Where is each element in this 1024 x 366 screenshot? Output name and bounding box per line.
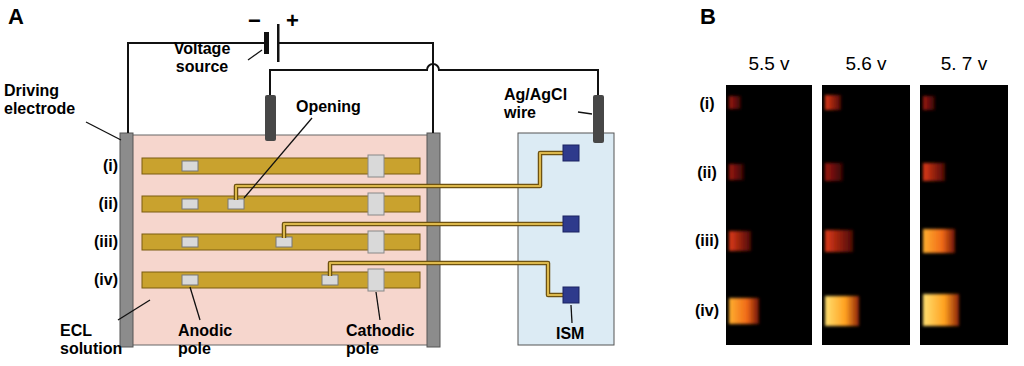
anodic-pole: [182, 275, 198, 285]
ism-pad: [563, 145, 579, 161]
row-label: (iv): [690, 302, 724, 320]
battery-negative-plate: [264, 32, 269, 54]
leader-line: [578, 112, 592, 114]
voltage-heading: 5.6 v: [822, 53, 910, 75]
wire: [279, 43, 433, 133]
part-label: Cathodic pole: [346, 322, 426, 359]
polarity-sign: −: [248, 8, 261, 33]
trace: [236, 153, 563, 200]
row-label: (iv): [80, 271, 118, 289]
ecl-spot: [825, 230, 853, 252]
cathodic-pole: [368, 155, 384, 177]
traces: [236, 153, 563, 295]
leader-line: [571, 305, 572, 323]
trace-core: [236, 153, 563, 295]
cathodic-pole: [368, 231, 384, 253]
ecl-image: [726, 85, 812, 345]
agagcl-wire: [593, 95, 604, 143]
ecl-image-panel: 5.6 v: [822, 85, 910, 345]
panel-letter: A: [8, 4, 24, 29]
ecl-spot: [923, 229, 955, 253]
polarity-sign: +: [286, 8, 299, 33]
driving-electrode: [427, 133, 440, 347]
row-label: (iii): [690, 232, 724, 250]
ecl-image: [822, 85, 910, 345]
part-label: ISM: [556, 325, 584, 343]
anodic-pole: [182, 237, 198, 247]
leader-line: [244, 118, 312, 198]
ecl-spot: [729, 231, 751, 251]
reference-electrode: [265, 95, 276, 141]
trace: [236, 153, 563, 200]
ecl-spot: [729, 96, 741, 109]
ecl-image: [920, 85, 1008, 345]
part-label: ECL solution: [60, 322, 150, 359]
leader-line: [86, 122, 121, 140]
battery-positive-plate: [277, 24, 280, 62]
ecl-spot: [825, 296, 859, 326]
part-label: Anodic pole: [178, 322, 252, 359]
ecl-spot: [825, 163, 843, 181]
leader-line: [376, 292, 380, 320]
ecl-spot: [825, 95, 841, 110]
row-label: (ii): [80, 195, 118, 213]
trace: [330, 263, 563, 295]
row-label: (i): [690, 95, 724, 113]
anodic-pole: [182, 199, 198, 209]
cathodic-pole: [368, 193, 384, 215]
anodic-pole: [182, 161, 198, 171]
row-label: (ii): [690, 164, 724, 182]
ecl-spot: [923, 163, 945, 181]
trace: [284, 224, 563, 238]
ecl-spot: [923, 294, 959, 326]
trace: [284, 224, 563, 238]
row-label: (i): [80, 157, 118, 175]
ecl-spot: [729, 298, 759, 324]
part-label: Driving electrode: [4, 82, 94, 119]
leader-line: [190, 287, 200, 320]
voltage-heading: 5. 7 v: [920, 53, 1008, 75]
trace: [330, 263, 563, 295]
ecl-image-panel: 5. 7 v: [920, 85, 1008, 345]
row-label: (iii): [80, 233, 118, 251]
opening: [276, 237, 292, 247]
ism-pad: [563, 216, 579, 232]
cathodic-pole: [368, 269, 384, 291]
leader-line: [248, 50, 262, 60]
leader-line: [118, 300, 150, 320]
voltage-heading: 5.5 v: [726, 53, 812, 75]
ism-pad: [563, 287, 579, 303]
panel-letter: B: [700, 4, 716, 29]
part-label: Opening: [296, 98, 361, 116]
part-label: Voltage source: [156, 40, 248, 77]
ecl-spot: [729, 164, 744, 180]
ecl-spot: [923, 96, 935, 110]
opening: [228, 199, 244, 209]
opening: [322, 275, 338, 285]
ism-chamber: [518, 133, 614, 345]
part-label: Ag/AgCl wire: [504, 86, 582, 123]
ecl-chamber: [128, 135, 432, 345]
trace-outline: [236, 153, 563, 295]
ecl-spots: [729, 95, 959, 326]
leader-lines: [86, 50, 592, 323]
ecl-image-panel: 5.5 v: [726, 85, 812, 345]
